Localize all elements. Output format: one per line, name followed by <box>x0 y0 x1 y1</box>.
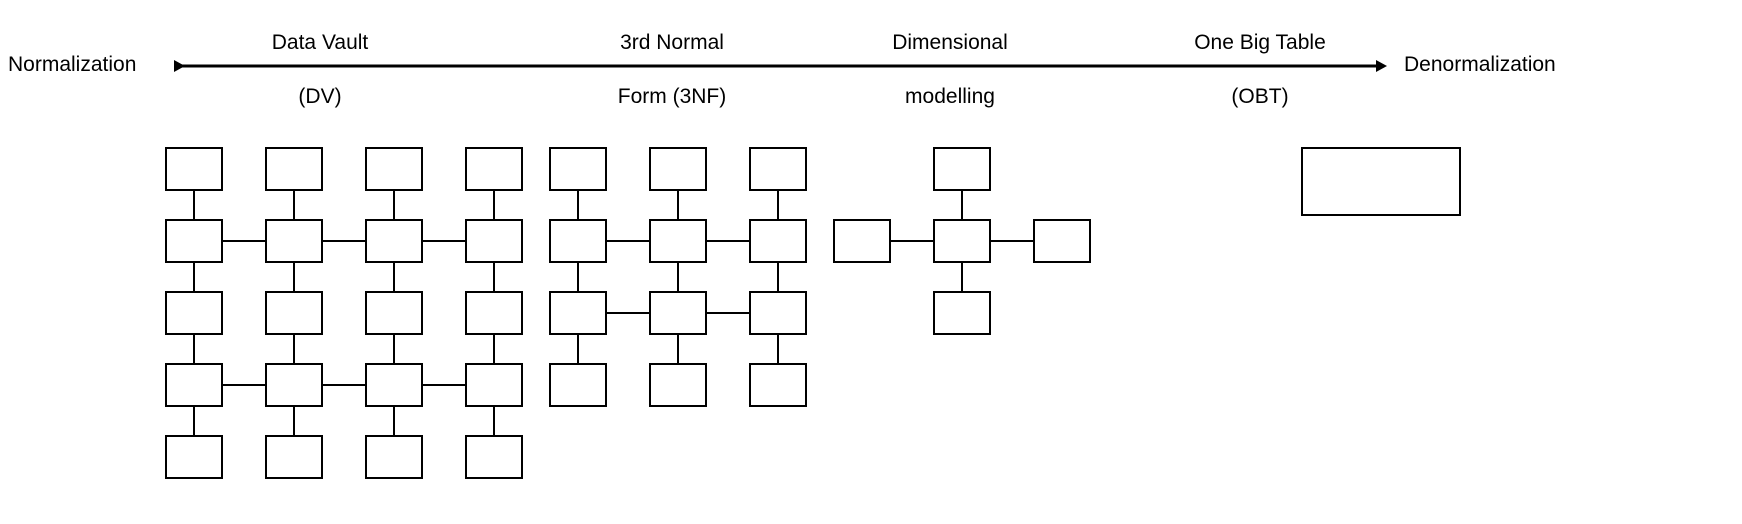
table-box <box>549 147 607 191</box>
relationship-link <box>991 240 1033 242</box>
table-box <box>649 219 707 263</box>
table-box <box>365 219 423 263</box>
relationship-link <box>961 191 963 219</box>
table-box <box>165 147 223 191</box>
caption-line-2: Form (3NF) <box>617 85 727 108</box>
table-box <box>365 147 423 191</box>
table-box <box>649 147 707 191</box>
caption-line-2: (OBT) <box>1231 85 1289 108</box>
dimension-table-box <box>833 219 891 263</box>
table-box <box>549 219 607 263</box>
relationship-link <box>677 263 679 291</box>
table-box <box>549 363 607 407</box>
relationship-link <box>677 191 679 219</box>
double-headed-arrow-icon <box>174 60 1387 72</box>
relationship-link <box>677 335 679 363</box>
relationship-link <box>577 263 579 291</box>
relationship-link <box>577 335 579 363</box>
table-box <box>1301 147 1461 216</box>
relationship-link <box>493 335 495 363</box>
table-box <box>365 435 423 479</box>
relationship-link <box>393 263 395 291</box>
relationship-link <box>293 335 295 363</box>
caption-line-1: Dimensional <box>892 31 1008 54</box>
table-box <box>465 435 523 479</box>
table-box <box>749 219 807 263</box>
relationship-link <box>493 191 495 219</box>
table-box <box>165 291 223 335</box>
relationship-link <box>223 384 265 386</box>
relationship-link <box>393 407 395 435</box>
caption-line-2: modelling <box>905 85 995 108</box>
table-box <box>265 219 323 263</box>
caption-line-1: One Big Table <box>1194 31 1326 54</box>
relationship-link <box>323 384 365 386</box>
table-box <box>749 147 807 191</box>
table-box <box>649 291 707 335</box>
caption-line-2: (DV) <box>298 85 342 108</box>
table-box <box>749 363 807 407</box>
table-box <box>465 363 523 407</box>
relationship-link <box>193 407 195 435</box>
table-box <box>365 291 423 335</box>
fact-table-box <box>933 219 991 263</box>
relationship-link <box>707 312 749 314</box>
relationship-link <box>493 263 495 291</box>
table-box <box>749 291 807 335</box>
relationship-link <box>777 191 779 219</box>
relationship-link <box>423 240 465 242</box>
table-box <box>465 219 523 263</box>
approach-caption-dimensional-modelling: Dimensional modelling <box>840 2 1060 137</box>
table-box <box>265 435 323 479</box>
dimension-table-box <box>933 147 991 191</box>
relationship-link <box>193 191 195 219</box>
relationship-link <box>707 240 749 242</box>
relationship-link <box>223 240 265 242</box>
relationship-link <box>193 335 195 363</box>
dimension-table-box <box>933 291 991 335</box>
dimension-table-box <box>1033 219 1091 263</box>
caption-line-1: Data Vault <box>271 31 369 54</box>
relationship-link <box>777 263 779 291</box>
relationship-link <box>891 240 933 242</box>
table-box <box>265 147 323 191</box>
relationship-link <box>293 263 295 291</box>
relationship-link <box>777 335 779 363</box>
relationship-link <box>293 407 295 435</box>
table-box <box>549 291 607 335</box>
axis-label-denormalization: Denormalization <box>1404 53 1556 76</box>
relationship-link <box>961 263 963 291</box>
relationship-link <box>393 191 395 219</box>
approach-caption-one-big-table: One Big Table (OBT) <box>1130 2 1390 137</box>
table-box <box>365 363 423 407</box>
relationship-link <box>493 407 495 435</box>
table-box <box>649 363 707 407</box>
table-box <box>165 435 223 479</box>
relationship-link <box>323 240 365 242</box>
axis-label-normalization: Normalization <box>8 53 137 76</box>
relationship-link <box>423 384 465 386</box>
relationship-link <box>293 191 295 219</box>
table-box <box>465 291 523 335</box>
table-box <box>265 291 323 335</box>
table-box <box>265 363 323 407</box>
approach-caption-3nf: 3rd Normal Form (3NF) <box>562 2 782 137</box>
table-box <box>165 363 223 407</box>
relationship-link <box>607 240 649 242</box>
caption-line-1: 3rd Normal <box>620 31 724 54</box>
relationship-link <box>393 335 395 363</box>
table-box <box>165 219 223 263</box>
relationship-link <box>607 312 649 314</box>
approach-caption-data-vault: Data Vault (DV) <box>210 2 430 137</box>
table-box <box>465 147 523 191</box>
relationship-link <box>193 263 195 291</box>
relationship-link <box>577 191 579 219</box>
